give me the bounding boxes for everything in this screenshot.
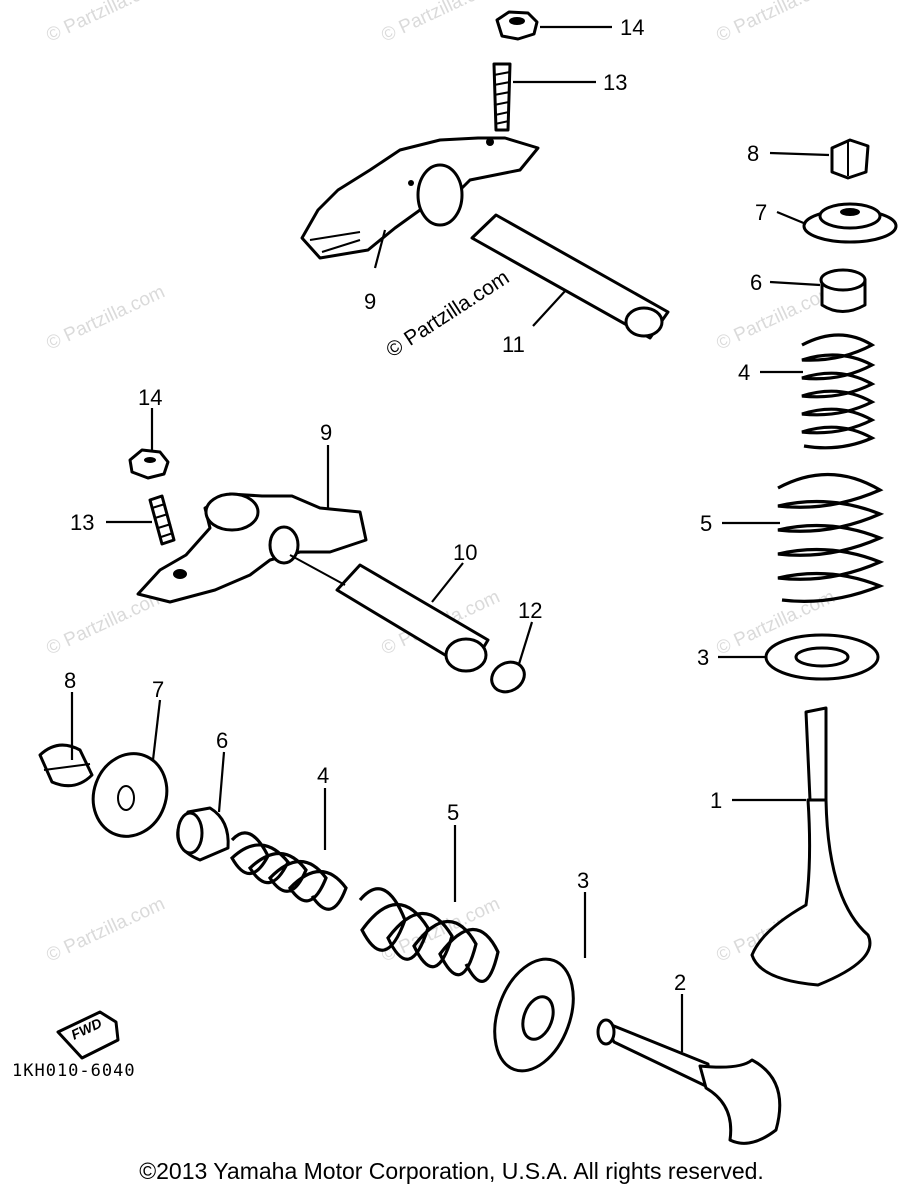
callout-13-left: 13 bbox=[70, 510, 94, 535]
part-14-top-nut bbox=[495, 10, 539, 41]
part-5-left-outer-spring bbox=[358, 887, 500, 983]
watermark-text: © Partzilla.com bbox=[378, 0, 503, 47]
callout-4-left: 4 bbox=[317, 763, 329, 788]
callout-7-left: 7 bbox=[152, 677, 164, 702]
callout-9-mid: 9 bbox=[320, 420, 332, 445]
part-9-top-rocker-arm bbox=[300, 136, 540, 260]
diagram-code: 1KH010-6040 bbox=[12, 1061, 136, 1081]
fwd-arrow-icon: FWD bbox=[56, 1010, 120, 1060]
callout-10: 10 bbox=[453, 540, 477, 565]
callout-8-left: 8 bbox=[64, 668, 76, 693]
part-1-valve-upright bbox=[750, 706, 872, 987]
watermark-text: © Partzilla.com bbox=[43, 281, 168, 354]
part-2-valve-lying bbox=[596, 1018, 782, 1145]
callout-3-right: 3 bbox=[697, 645, 709, 670]
callout-9-top: 9 bbox=[364, 289, 376, 314]
callout-7-right: 7 bbox=[755, 200, 767, 225]
part-4-left-inner-spring bbox=[229, 831, 348, 911]
part-13-top-adjuster bbox=[492, 62, 512, 132]
watermark-text: © Partzilla.com bbox=[43, 893, 168, 966]
center-watermark: © Partzilla.com bbox=[382, 266, 513, 362]
callout-3-left: 3 bbox=[577, 868, 589, 893]
callout-12: 12 bbox=[518, 598, 542, 623]
callout-5-right: 5 bbox=[700, 511, 712, 536]
callout-6-right: 6 bbox=[750, 270, 762, 295]
watermark-text: © Partzilla.com bbox=[713, 0, 838, 47]
watermark-text: © Partzilla.com bbox=[43, 0, 168, 47]
part-8-right-cotter bbox=[830, 138, 870, 180]
callout-8-right: 8 bbox=[747, 141, 759, 166]
part-13-left-adjuster bbox=[148, 494, 176, 546]
part-3-right-spring-seat bbox=[764, 633, 880, 681]
callout-14-top: 14 bbox=[620, 15, 644, 40]
callout-1: 1 bbox=[710, 788, 722, 813]
part-8-left-cotter bbox=[38, 743, 94, 788]
callout-11: 11 bbox=[502, 332, 525, 357]
part-11-top-rocker-shaft bbox=[470, 213, 670, 340]
part-3-left-spring-seat bbox=[493, 957, 575, 1073]
part-4-right-inner-spring bbox=[801, 333, 876, 450]
callout-5-left: 5 bbox=[447, 800, 459, 825]
leader-lines bbox=[70, 25, 830, 1052]
part-9-mid-rocker-arm bbox=[136, 492, 368, 604]
part-6-right-seal bbox=[819, 268, 867, 313]
callout-4-right: 4 bbox=[738, 360, 750, 385]
callout-labels: 14 13 9 11 8 7 6 4 5 3 1 14 9 13 10 12 8… bbox=[64, 15, 767, 995]
watermark-text: © Partzilla.com bbox=[713, 281, 838, 354]
callout-13-top: 13 bbox=[603, 70, 627, 95]
part-6-left-seal bbox=[176, 806, 230, 862]
part-10-rocker-shaft bbox=[289, 554, 490, 673]
part-7-left-retainer bbox=[91, 752, 169, 838]
callout-6-left: 6 bbox=[216, 728, 228, 753]
part-5-right-outer-spring bbox=[777, 472, 885, 603]
callout-2: 2 bbox=[674, 970, 686, 995]
part-7-right-retainer bbox=[802, 202, 898, 244]
callout-14-left: 14 bbox=[138, 385, 162, 410]
part-12-o-ring bbox=[490, 660, 526, 694]
part-14-left-nut bbox=[128, 448, 170, 480]
copyright-notice: ©2013 Yamaha Motor Corporation, U.S.A. A… bbox=[139, 1158, 764, 1184]
